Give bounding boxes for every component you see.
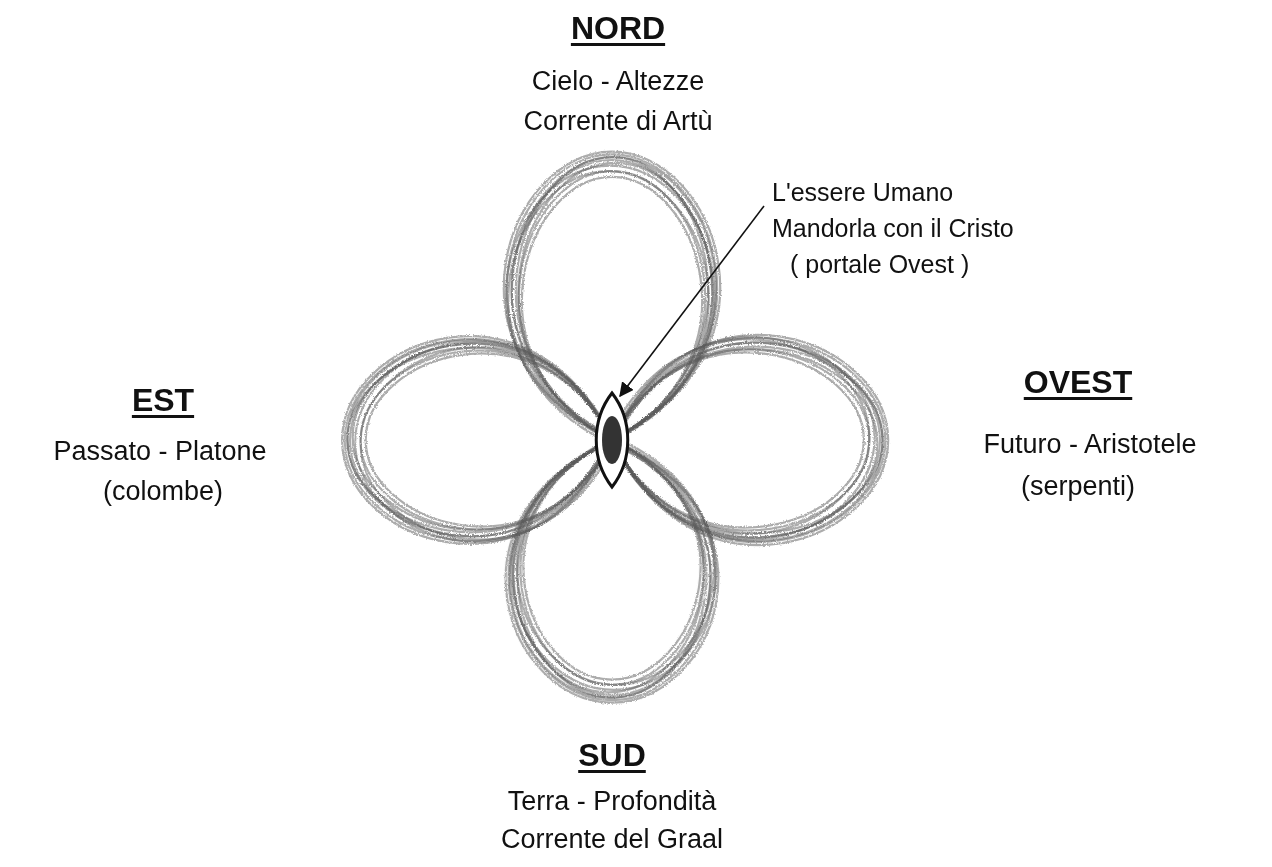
- mandorla: [596, 393, 628, 487]
- direction-heading: SUD: [578, 737, 646, 774]
- leader-arrow: [620, 206, 764, 396]
- direction-note: Cielo - Altezze: [532, 66, 705, 97]
- direction-note: (serpenti): [1021, 471, 1135, 502]
- direction-note: Corrente di Artù: [523, 106, 712, 137]
- callout-text: L'essere Umano: [772, 178, 953, 207]
- petal-east: [609, 335, 888, 545]
- direction-heading: EST: [132, 382, 194, 419]
- direction-note: Corrente del Graal: [501, 824, 723, 855]
- direction-heading: OVEST: [1024, 364, 1132, 401]
- direction-note: Futuro - Aristotele: [983, 429, 1196, 460]
- direction-note: Terra - Profondità: [508, 786, 717, 817]
- direction-heading: NORD: [571, 10, 665, 47]
- callout-text: ( portale Ovest ): [790, 250, 969, 279]
- direction-note: Passato - Platone: [53, 436, 266, 467]
- petal-west: [342, 336, 614, 544]
- callout-text: Mandorla con il Cristo: [772, 214, 1014, 243]
- direction-note: (colombe): [103, 476, 223, 507]
